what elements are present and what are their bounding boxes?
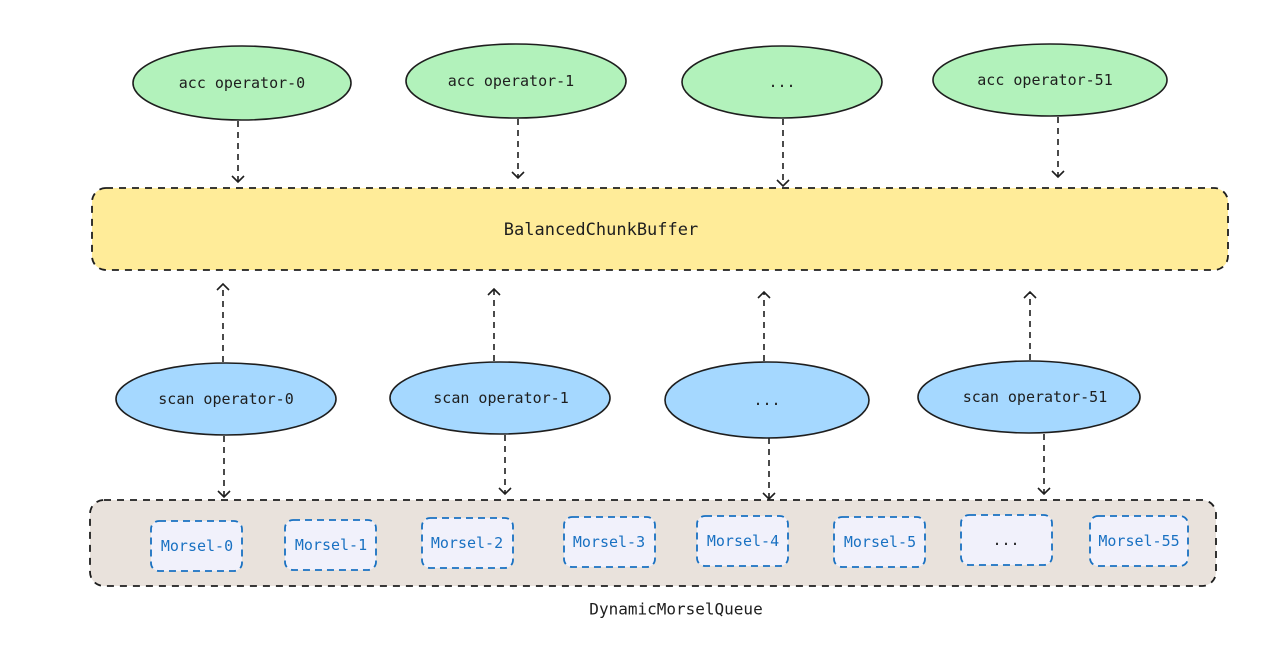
morsel-label: Morsel-4	[706, 532, 780, 550]
acc-operator-label: acc operator-0	[178, 74, 306, 92]
acc-operator-node	[681, 45, 883, 119]
acc-operator-label: acc operator-1	[447, 72, 575, 90]
morsel-box	[833, 516, 926, 568]
morsel-label: Morsel-3	[572, 533, 646, 551]
morsel-box	[284, 519, 377, 571]
acc-operator-label: ...	[768, 73, 796, 91]
scan-operator-node	[917, 360, 1141, 434]
balanced-chunk-buffer-label: BalancedChunkBuffer	[503, 220, 699, 240]
morsel-box	[1089, 515, 1189, 567]
scan-operator-node	[115, 362, 337, 436]
acc-operator-node	[932, 43, 1168, 117]
morsel-label: Morsel-0	[160, 537, 234, 555]
morsel-label: Morsel-2	[430, 534, 504, 552]
morsel-box	[421, 517, 514, 569]
balanced-chunk-buffer-box	[91, 187, 1229, 271]
scan-operator-label: scan operator-1	[433, 389, 569, 407]
morsel-label: ...	[992, 531, 1020, 549]
acc-operator-node	[132, 45, 352, 121]
scan-operator-label: scan operator-51	[962, 388, 1108, 406]
morsel-label: Morsel-55	[1098, 532, 1180, 550]
morsel-label: Morsel-5	[843, 533, 917, 551]
morsel-box	[563, 516, 656, 568]
scan-operator-node	[389, 361, 611, 435]
dynamic-morsel-queue-label: DynamicMorselQueue	[589, 599, 763, 619]
morsel-box	[960, 514, 1053, 566]
morsel-box	[150, 520, 243, 572]
acc-operator-node	[405, 43, 627, 119]
morsel-label: Morsel-1	[294, 536, 368, 554]
scan-operator-label: scan operator-0	[158, 390, 294, 408]
acc-operator-label: acc operator-51	[977, 71, 1113, 89]
scan-operator-label: ...	[753, 391, 781, 409]
morsel-box	[696, 515, 789, 567]
scan-operator-node	[664, 361, 870, 439]
